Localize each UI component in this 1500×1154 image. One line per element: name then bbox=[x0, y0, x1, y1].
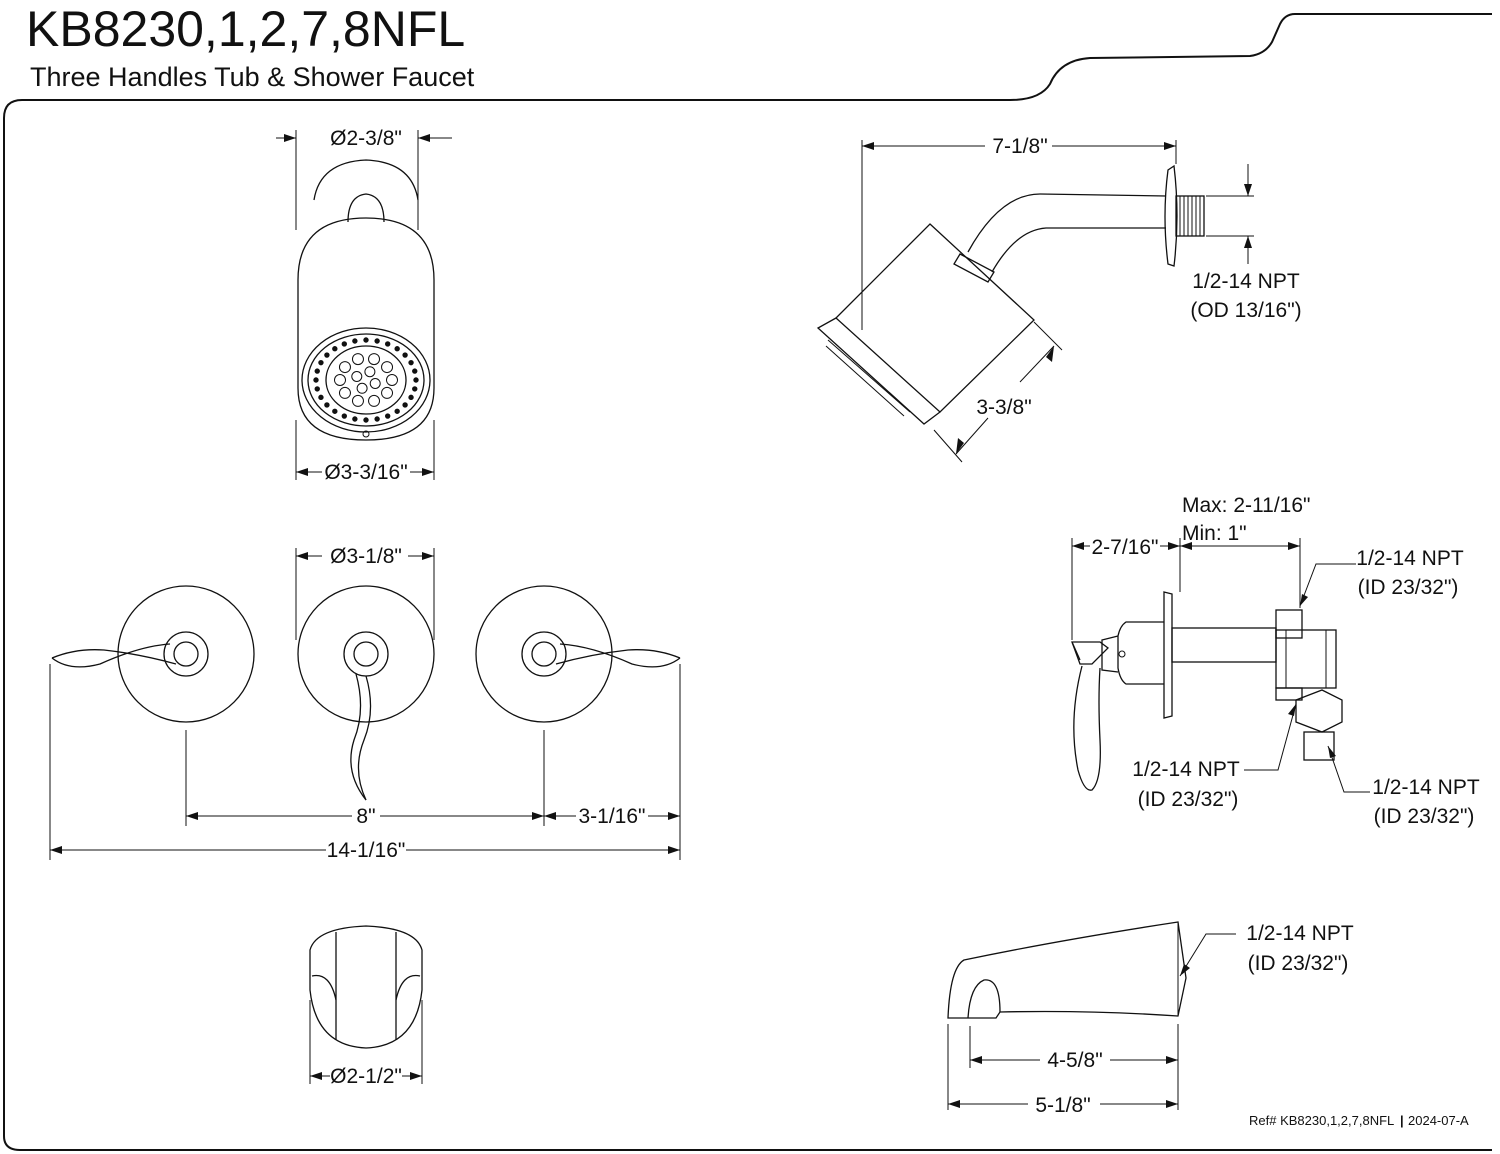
nozzle bbox=[314, 368, 320, 374]
nozzle bbox=[381, 361, 394, 374]
nozzle bbox=[408, 359, 414, 366]
nozzle bbox=[408, 394, 414, 401]
shower-arm-length-label: 7-1/8" bbox=[992, 135, 1047, 158]
nozzle bbox=[352, 416, 358, 422]
bottom-port-thread-label: 1/2-14 NPT bbox=[1372, 776, 1480, 799]
shower-inlet-thread-dimension: 1/2-14 NPT (OD 13/16") bbox=[1190, 164, 1302, 322]
revision-code: 2024-07-A bbox=[1408, 1113, 1469, 1128]
nozzle bbox=[412, 368, 418, 374]
valve-top-port-callout: 1/2-14 NPT (ID 23/32") bbox=[1299, 547, 1464, 607]
escutcheon-diameter-dimension: Ø3-1/8" bbox=[295, 545, 435, 640]
nozzle bbox=[341, 341, 348, 347]
nozzle bbox=[394, 408, 400, 414]
center-handle bbox=[297, 585, 435, 801]
shower-inlet-size-label: (OD 13/16") bbox=[1190, 299, 1301, 322]
nozzle bbox=[381, 386, 394, 399]
spout-reach-label: 4-5/8" bbox=[1047, 1049, 1102, 1072]
nozzle bbox=[369, 378, 381, 390]
right-handle bbox=[475, 585, 681, 723]
spout-diameter-dimension: Ø2-1/2" bbox=[309, 1000, 423, 1088]
nozzle bbox=[374, 338, 380, 344]
nozzle bbox=[324, 352, 330, 358]
top-port-size-label: (ID 23/32") bbox=[1358, 576, 1459, 599]
left-handle bbox=[51, 585, 255, 723]
valve-side-view bbox=[1071, 591, 1343, 791]
spout-length-dimensions: 4-5/8" 5-1/8" bbox=[947, 1024, 1179, 1117]
reference-number: Ref# KB8230,1,2,7,8NFL bbox=[1249, 1113, 1394, 1128]
overall-width-label: 14-1/16" bbox=[327, 839, 406, 862]
nozzle bbox=[338, 386, 351, 399]
nozzle bbox=[352, 338, 358, 344]
valve-bottom-port-callout: 1/2-14 NPT (ID 23/32") bbox=[1327, 745, 1480, 828]
nozzle bbox=[314, 386, 320, 392]
wall-range-min-label: Min: 1" bbox=[1182, 522, 1247, 545]
nozzle bbox=[341, 413, 348, 419]
showerhead-face-diameter-label: Ø3-3/16" bbox=[324, 461, 407, 484]
nozzle bbox=[338, 361, 351, 374]
showerhead-face-dimension: Ø3-3/16" bbox=[295, 420, 435, 484]
model-number: KB8230,1,2,7,8NFL bbox=[26, 1, 465, 57]
nozzle-pattern bbox=[313, 337, 419, 423]
product-description: Three Handles Tub & Shower Faucet bbox=[30, 62, 475, 92]
valve-side-port-callout: 1/2-14 NPT (ID 23/32") bbox=[1132, 703, 1297, 811]
nozzle bbox=[402, 402, 408, 408]
spout-inlet-callout: 1/2-14 NPT (ID 23/32") bbox=[1179, 922, 1354, 977]
side-port-thread-label: 1/2-14 NPT bbox=[1132, 758, 1240, 781]
spout-inlet-thread-label: 1/2-14 NPT bbox=[1246, 922, 1354, 945]
nozzle bbox=[368, 353, 381, 366]
nozzle bbox=[351, 370, 363, 382]
nozzle bbox=[363, 337, 369, 343]
nozzle bbox=[351, 353, 364, 366]
nozzle bbox=[324, 402, 330, 408]
side-port-size-label: (ID 23/32") bbox=[1138, 788, 1239, 811]
showerhead-front-view bbox=[297, 159, 435, 441]
nozzle bbox=[318, 359, 324, 366]
nozzle bbox=[313, 377, 319, 383]
handle-depth-label: 2-7/16" bbox=[1092, 536, 1159, 559]
nozzle bbox=[413, 377, 419, 383]
wall-range-max-label: Max: 2-11/16" bbox=[1182, 494, 1310, 517]
shower-head-depth-dimension: 3-3/8" bbox=[933, 321, 1063, 463]
bottom-port-size-label: (ID 23/32") bbox=[1374, 805, 1475, 828]
nozzle bbox=[402, 352, 408, 358]
shower-inlet-thread-label: 1/2-14 NPT bbox=[1192, 270, 1300, 293]
escutcheon-diameter-label: Ø3-1/8" bbox=[330, 545, 402, 568]
nozzle bbox=[386, 374, 398, 386]
handles-front-view bbox=[51, 585, 681, 801]
nozzle bbox=[384, 413, 391, 419]
nozzle bbox=[363, 417, 369, 423]
nozzle bbox=[374, 416, 380, 422]
nozzle bbox=[394, 346, 400, 352]
valve-depth-dimensions: 2-7/16" Max: 2-11/16" Min: 1" bbox=[1071, 494, 1310, 640]
spout-diameter-label: Ø2-1/2" bbox=[330, 1065, 402, 1088]
shower-arm-length-dimension: 7-1/8" bbox=[861, 135, 1177, 330]
nozzle bbox=[334, 374, 346, 386]
shower-side-view bbox=[816, 164, 1205, 425]
showerhead-top-diameter-label: Ø2-3/8" bbox=[330, 127, 402, 150]
showerhead-top-dimension: Ø2-3/8" bbox=[276, 127, 452, 230]
nozzle bbox=[318, 394, 324, 401]
nozzle bbox=[351, 394, 364, 407]
shower-head-depth-label: 3-3/8" bbox=[976, 396, 1031, 419]
nozzle bbox=[356, 382, 368, 394]
reference-footer: Ref# KB8230,1,2,7,8NFL | 2024-07-A bbox=[1249, 1113, 1469, 1128]
spout-length-label: 5-1/8" bbox=[1035, 1094, 1090, 1117]
nozzle bbox=[412, 386, 418, 392]
handle-spacing-dimensions: 8" 3-1/16" 14-1/16" bbox=[49, 664, 681, 862]
side-extension-label: 3-1/16" bbox=[579, 805, 646, 828]
center-spacing-label: 8" bbox=[356, 805, 375, 828]
spout-front-view bbox=[309, 925, 423, 1049]
footer-separator: | bbox=[1400, 1113, 1404, 1128]
nozzle bbox=[332, 346, 338, 352]
top-port-thread-label: 1/2-14 NPT bbox=[1356, 547, 1464, 570]
nozzle bbox=[384, 341, 391, 347]
nozzle bbox=[364, 366, 376, 378]
nozzle bbox=[368, 394, 381, 407]
spout-side-view bbox=[947, 921, 1187, 1019]
nozzle bbox=[332, 408, 338, 414]
sheet-border bbox=[3, 13, 1492, 1151]
spout-inlet-size-label: (ID 23/32") bbox=[1248, 952, 1349, 975]
